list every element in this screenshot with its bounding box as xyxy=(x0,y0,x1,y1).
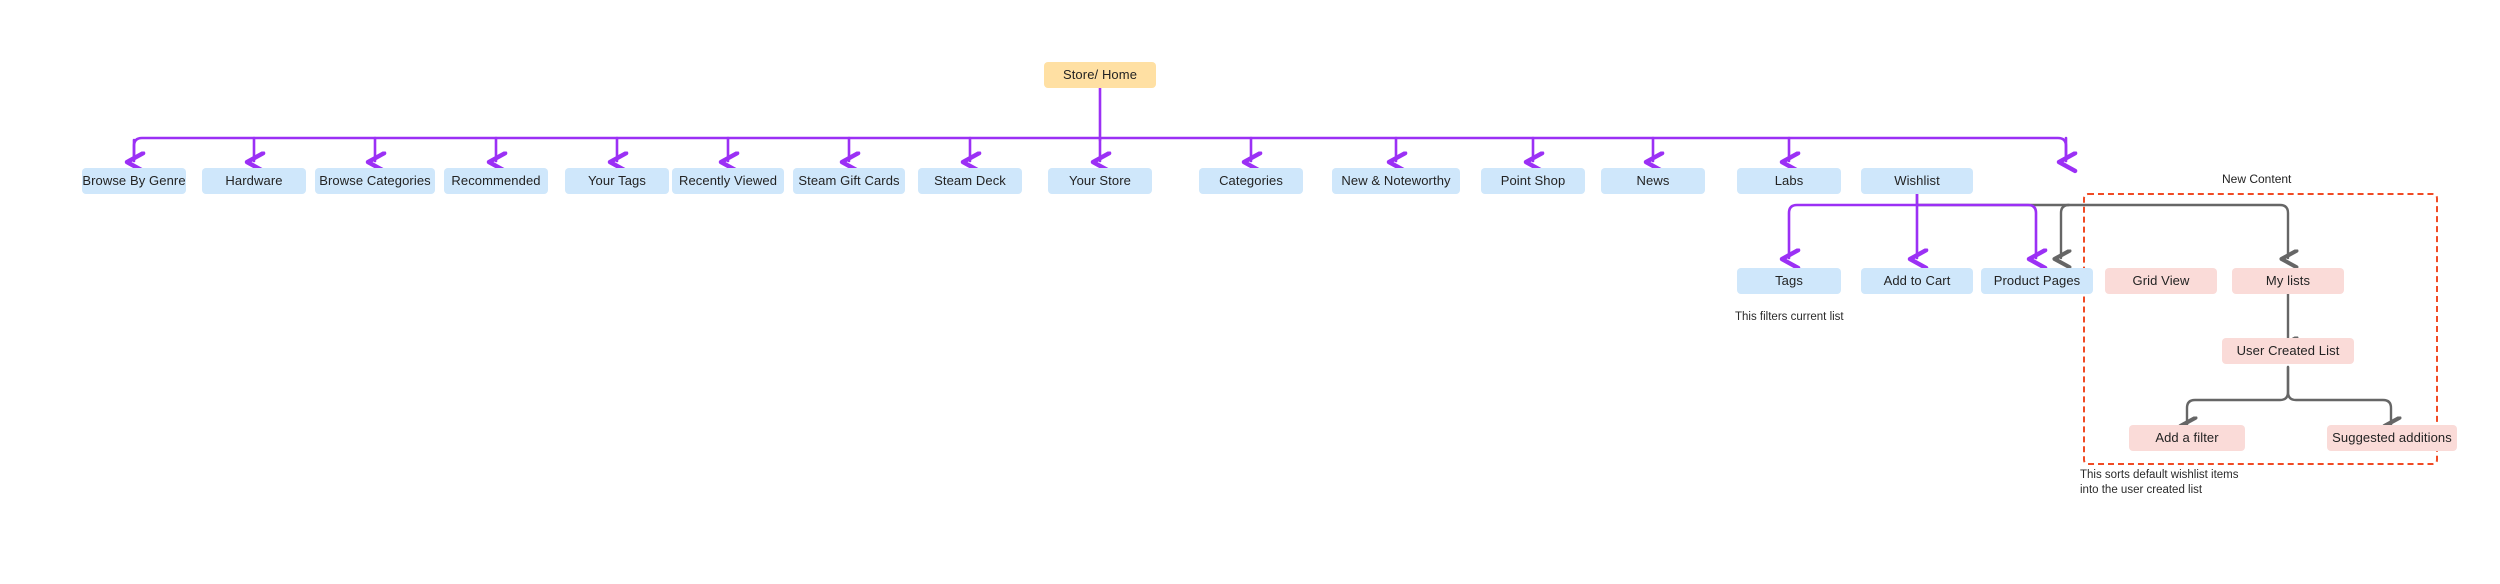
node-steam-deck[interactable]: Steam Deck xyxy=(918,168,1022,194)
node-categories[interactable]: Categories xyxy=(1199,168,1303,194)
node-add-to-cart[interactable]: Add to Cart xyxy=(1861,268,1973,294)
node-browse-categories[interactable]: Browse Categories xyxy=(315,168,435,194)
node-wishlist[interactable]: Wishlist xyxy=(1861,168,1973,194)
node-grid-view[interactable]: Grid View xyxy=(2105,268,2217,294)
node-steam-gift-cards[interactable]: Steam Gift Cards xyxy=(793,168,905,194)
node-recently-viewed[interactable]: Recently Viewed xyxy=(672,168,784,194)
caption-sorts-wishlist-items: This sorts default wishlist items into t… xyxy=(2080,469,2239,496)
node-your-tags[interactable]: Your Tags xyxy=(565,168,669,194)
node-new-and-noteworthy[interactable]: New & Noteworthy xyxy=(1332,168,1460,194)
node-my-lists[interactable]: My lists xyxy=(2232,268,2344,294)
node-labs[interactable]: Labs xyxy=(1737,168,1841,194)
wishlist-edges xyxy=(1789,190,2036,258)
node-point-shop[interactable]: Point Shop xyxy=(1481,168,1585,194)
node-your-store[interactable]: Your Store xyxy=(1048,168,1152,194)
new-content-group-title: New Content xyxy=(2222,172,2292,186)
node-product-pages[interactable]: Product Pages xyxy=(1981,268,2093,294)
node-store-home[interactable]: Store/ Home xyxy=(1044,62,1156,88)
node-recommended[interactable]: Recommended xyxy=(444,168,548,194)
node-hardware[interactable]: Hardware xyxy=(202,168,306,194)
level1-edges xyxy=(134,86,2066,161)
node-tags[interactable]: Tags xyxy=(1737,268,1841,294)
node-user-created-list[interactable]: User Created List xyxy=(2222,338,2354,364)
node-news[interactable]: News xyxy=(1601,168,1705,194)
node-browse-by-genre[interactable]: Browse By Genre xyxy=(82,168,186,194)
caption-filters-current-list: This filters current list xyxy=(1735,311,1844,323)
node-suggested-additions[interactable]: Suggested additions xyxy=(2327,425,2457,451)
node-add-a-filter[interactable]: Add a filter xyxy=(2129,425,2245,451)
